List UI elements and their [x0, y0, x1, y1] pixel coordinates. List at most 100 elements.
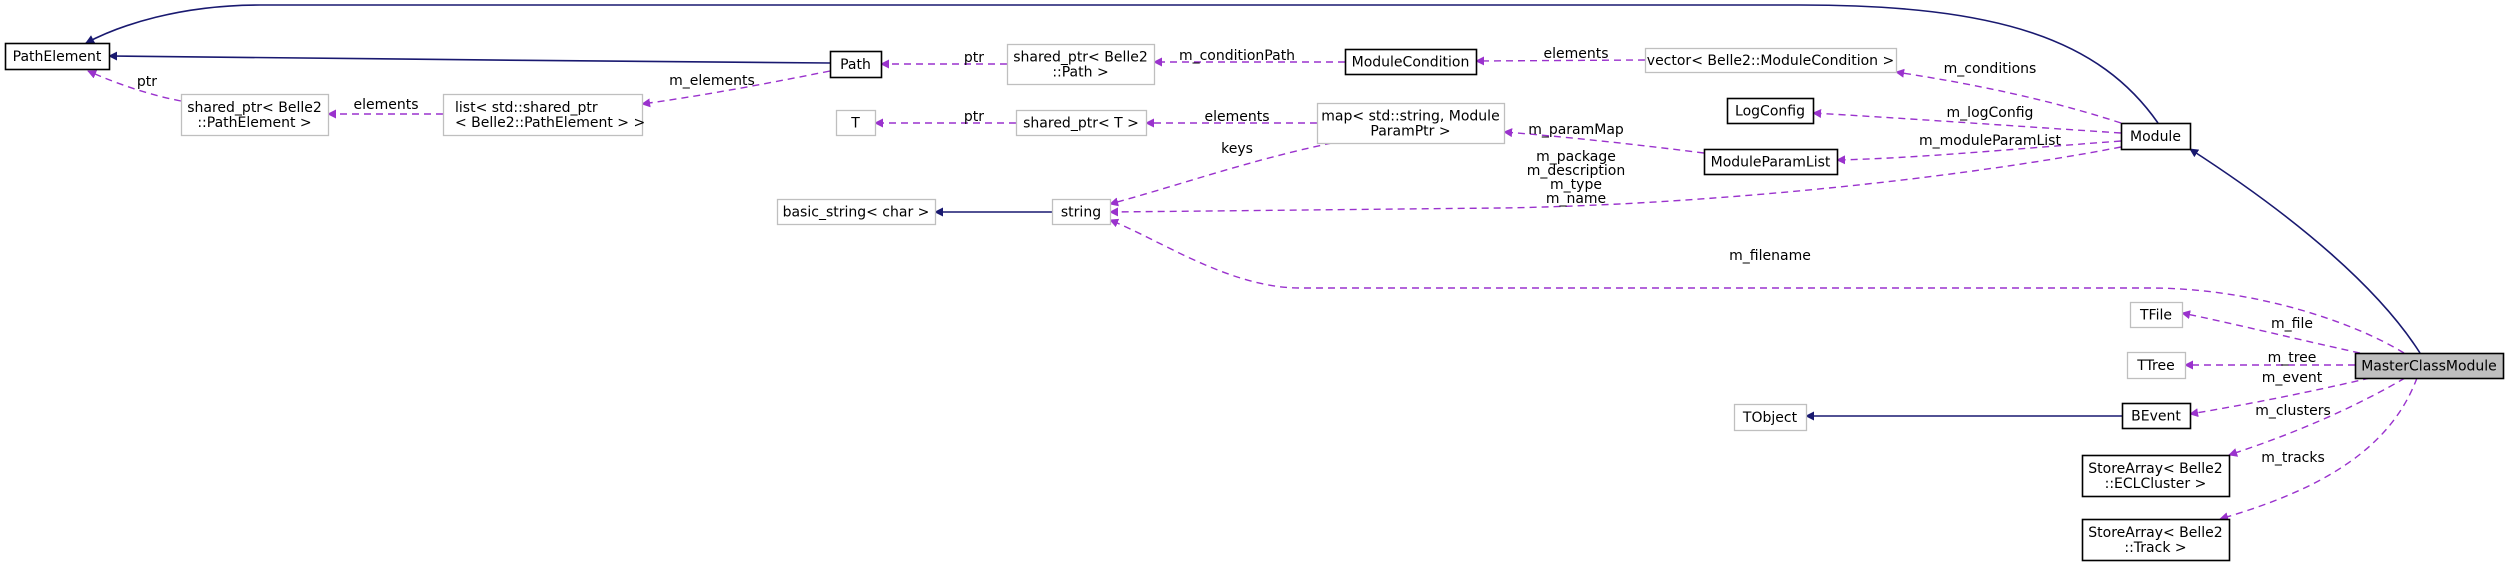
edge-label-line: m_elements [669, 73, 755, 89]
edge-label-line: ptr [964, 109, 984, 125]
edge-label-ptr: ptr [137, 74, 157, 90]
node-list-shared-ptr: list< std::shared_ptr< Belle2::PathEleme… [442, 93, 645, 137]
node-string: string [1051, 198, 1112, 226]
node-ttree: TTree [2126, 351, 2187, 380]
node-box [1006, 43, 1156, 86]
usage-edge-shared-ptr-path-element-to-path-element [87, 70, 182, 102]
node-box [835, 109, 877, 137]
edge-label-line: ptr [964, 50, 984, 66]
usage-edge-master-class-module-to-store-array-track [2219, 377, 2418, 522]
node-box [1733, 403, 1808, 432]
usage-edge-path-to-list-shared-ptr [641, 70, 831, 108]
node-label: BEvent [2131, 409, 2181, 425]
edge-label-line: m_file [2271, 316, 2313, 332]
node-box [776, 198, 937, 226]
edge-label-m-tree: m_tree [2268, 350, 2317, 366]
edge-label-m-condition-path: m_conditionPath [1179, 48, 1295, 64]
node-box [2354, 352, 2505, 380]
node-label: ModuleParamList [1711, 155, 1831, 171]
node-label: shared_ptr< T > [1023, 116, 1139, 132]
node-label: shared_ptr< Belle2 [187, 100, 322, 116]
edge-label-line: m_description [1527, 163, 1625, 179]
node-label: ParamPtr > [1370, 124, 1450, 140]
node-label: TTree [2136, 358, 2174, 374]
usage-edge-master-class-module-to-bevent [2189, 377, 2371, 418]
node-master-class-module[interactable]: MasterClassModule [2354, 352, 2505, 380]
node-vector-module-condition: vector< Belle2::ModuleCondition > [1644, 47, 1898, 74]
node-label: StoreArray< Belle2 [2088, 525, 2222, 541]
edge-label-line: keys [1221, 141, 1253, 157]
edge-label-line: m_conditionPath [1179, 48, 1295, 64]
edge-label-elements: elements [1543, 46, 1608, 62]
node-label: Module [2130, 129, 2181, 145]
node-shared-ptr-path: shared_ptr< Belle2::Path > [1006, 43, 1156, 86]
node-box [1344, 48, 1478, 76]
edge-label-m-file: m_file [2271, 316, 2313, 332]
node-label: < Belle2::PathElement > > [455, 115, 645, 131]
node-shared-ptr-t: shared_ptr< T > [1015, 109, 1148, 137]
node-label: list< std::shared_ptr [455, 100, 598, 116]
edge-label-line: m_name [1546, 191, 1606, 207]
node-store-array-track[interactable]: StoreArray< Belle2::Track > [2081, 518, 2231, 562]
node-box [2081, 518, 2231, 562]
node-t: T [835, 109, 877, 137]
edge-label-m-tracks: m_tracks [2261, 450, 2325, 466]
node-store-array-ecl[interactable]: StoreArray< Belle2::ECLCluster > [2081, 454, 2231, 498]
edge-label-m-filename: m_filename [1729, 248, 1811, 264]
node-label: ::Track > [2124, 540, 2186, 556]
edge-label-line: m_package [1536, 149, 1616, 165]
edge-label-m-module-param-list: m_moduleParamList [1919, 133, 2061, 149]
node-label: ::Path > [1052, 65, 1108, 81]
node-label: vector< Belle2::ModuleCondition > [1647, 53, 1894, 69]
usage-edge-master-class-module-to-store-array-ecl [2228, 377, 2406, 457]
edge-label-line: m_paramMap [1528, 122, 1624, 138]
edge-label-ptr: ptr [964, 50, 984, 66]
edge-label-line: m_logConfig [1947, 105, 2034, 121]
node-bevent[interactable]: BEvent [2121, 402, 2192, 430]
edge-label-line: m_filename [1729, 248, 1811, 264]
edge-label-line: elements [1543, 46, 1608, 62]
inheritance-edge-master-class-module-to-module [2189, 148, 2421, 354]
node-label: Path [840, 57, 871, 73]
node-label: T [850, 116, 860, 132]
node-box [1316, 102, 1506, 145]
edge-label-line: m_conditions [1944, 61, 2037, 77]
node-box [4, 42, 111, 71]
edge-label-m-log-config: m_logConfig [1947, 105, 2034, 121]
usage-edge-map-param-to-string [1109, 142, 1333, 207]
node-label: shared_ptr< Belle2 [1013, 50, 1148, 66]
node-tobject: TObject [1733, 403, 1808, 432]
node-box [1644, 47, 1898, 74]
node-label: ::PathElement > [197, 115, 311, 131]
node-module-condition[interactable]: ModuleCondition [1344, 48, 1478, 76]
node-log-config[interactable]: LogConfig [1726, 97, 1815, 125]
node-label: TFile [2139, 308, 2172, 324]
node-path-element[interactable]: PathElement [4, 42, 111, 71]
node-box [180, 93, 330, 137]
usage-edge-master-class-module-to-tfile [2181, 310, 2361, 354]
edge-label-line: elements [353, 97, 418, 113]
node-module-param-list[interactable]: ModuleParamList [1703, 148, 1839, 176]
edge-label-elements: elements [1204, 109, 1269, 125]
edge-label-ptr: ptr [964, 109, 984, 125]
node-box [1051, 198, 1112, 226]
edge-label-line: m_tree [2268, 350, 2317, 366]
node-label: MasterClassModule [2361, 359, 2497, 375]
edge-label-line: elements [1204, 109, 1269, 125]
node-label: map< std::string, Module [1321, 109, 1499, 125]
node-path[interactable]: Path [829, 50, 883, 79]
node-tfile: TFile [2129, 301, 2184, 329]
edge-label-keys: keys [1221, 141, 1253, 157]
node-module[interactable]: Module [2120, 122, 2192, 151]
edge-label-line: ptr [137, 74, 157, 90]
node-box [2129, 301, 2184, 329]
edge-label-m-clusters: m_clusters [2255, 403, 2331, 419]
node-label: ModuleCondition [1352, 55, 1470, 71]
node-box [442, 93, 644, 137]
node-box [1726, 97, 1815, 125]
node-box [2120, 122, 2192, 151]
node-label: basic_string< char > [783, 205, 930, 221]
